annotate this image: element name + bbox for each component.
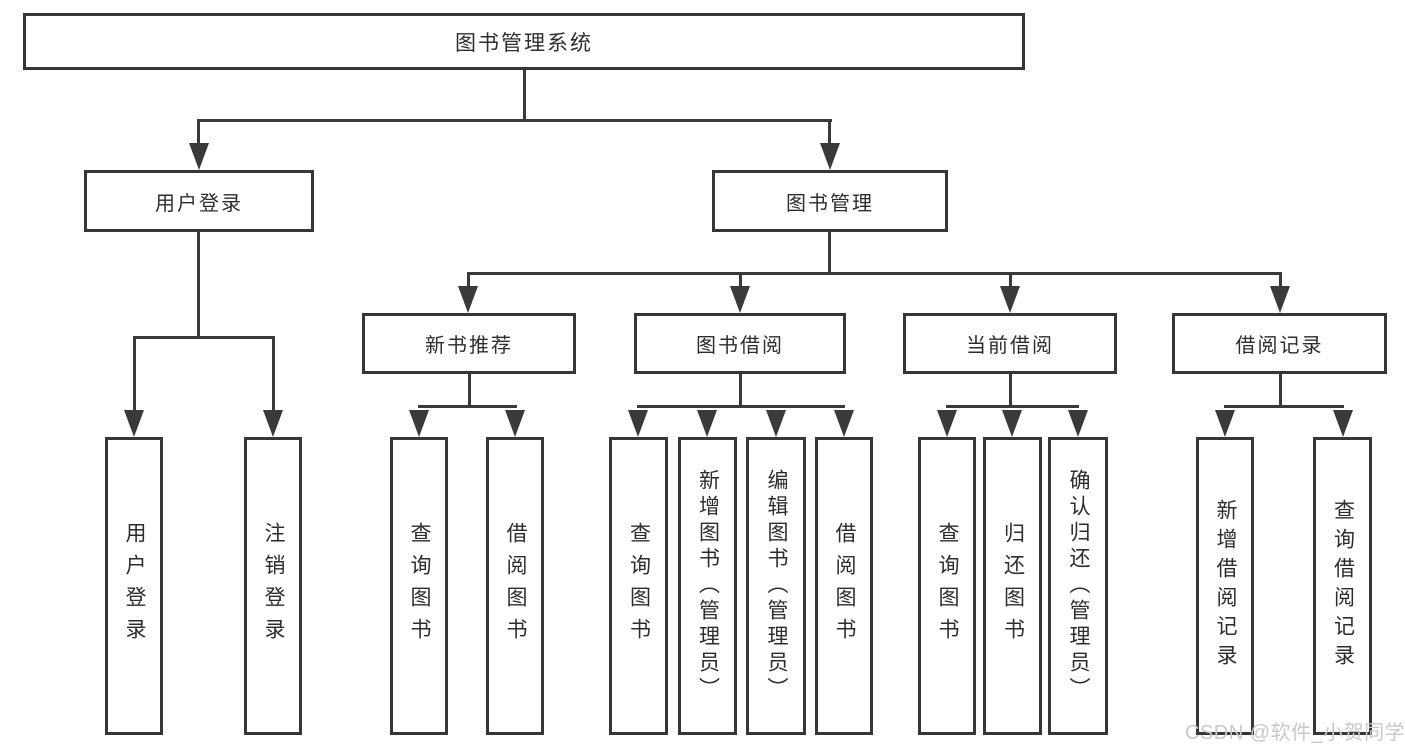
connector-line-h	[418, 405, 517, 408]
node-borrow-records: 借阅记录	[1172, 313, 1387, 374]
node-book-borrow: 图书借阅	[634, 313, 846, 374]
arrowhead-down	[409, 410, 429, 437]
arrowhead-down	[124, 410, 144, 437]
node-records-add-record: 新增借阅记录	[1196, 437, 1254, 735]
arrowhead-down	[1000, 286, 1020, 313]
node-borrow-borrow-book: 借阅图书	[815, 437, 873, 735]
connector-line-v	[739, 374, 742, 407]
node-current-query-book: 查询图书	[918, 437, 976, 735]
connector-line-v	[272, 336, 275, 412]
node-user-login: 用户登录	[84, 170, 314, 232]
node-recommend-query-book: 查询图书	[390, 437, 448, 735]
connector-line-h	[637, 405, 845, 408]
arrowhead-down	[189, 143, 209, 170]
node-logout-leaf: 注销登录	[244, 437, 302, 735]
arrowhead-down	[1215, 410, 1235, 437]
connector-line-v	[197, 232, 200, 336]
connector-line-v	[197, 119, 200, 145]
arrowhead-down	[458, 286, 478, 313]
arrowhead-down	[263, 410, 283, 437]
node-library-management-system: 图书管理系统	[23, 13, 1025, 70]
node-borrow-query-book: 查询图书	[609, 437, 668, 735]
connector-line-v	[1279, 374, 1282, 407]
connector-line-h	[467, 272, 1281, 275]
node-current-confirm-return-admin: 确认归还（管理员）	[1048, 437, 1108, 735]
arrowhead-down	[1002, 410, 1022, 437]
connector-line-h	[198, 119, 832, 122]
connector-line-v	[523, 70, 526, 119]
connector-line-v	[1279, 272, 1282, 288]
node-current-return-book: 归还图书	[983, 437, 1042, 735]
connector-line-h	[1224, 405, 1344, 408]
node-current-borrow: 当前借阅	[903, 313, 1117, 374]
node-borrow-edit-book-admin: 编辑图书（管理员）	[746, 437, 806, 735]
csdn-watermark: CSDN @软件_小贺同学	[1185, 722, 1405, 744]
connector-line-v	[1009, 272, 1012, 288]
node-borrow-add-book-admin: 新增图书（管理员）	[678, 437, 737, 735]
connector-line-v	[739, 272, 742, 288]
connector-line-h	[133, 336, 275, 339]
connector-line-v	[828, 119, 831, 145]
connector-line-v	[468, 374, 471, 407]
arrowhead-down	[628, 410, 648, 437]
connector-line-v	[828, 232, 831, 272]
arrowhead-down	[505, 410, 525, 437]
node-records-query-record: 查询借阅记录	[1313, 437, 1372, 735]
arrowhead-down	[730, 286, 750, 313]
arrowhead-down	[834, 410, 854, 437]
arrowhead-down	[697, 410, 717, 437]
node-user-login-leaf: 用户登录	[105, 437, 163, 735]
node-recommend-borrow-book: 借阅图书	[486, 437, 544, 735]
connector-line-h	[946, 405, 1079, 408]
arrowhead-down	[1270, 286, 1290, 313]
arrowhead-down	[820, 143, 840, 170]
node-book-management: 图书管理	[712, 170, 948, 232]
connector-line-v	[1009, 374, 1012, 407]
arrowhead-down	[1068, 410, 1088, 437]
connector-line-v	[133, 336, 136, 412]
arrowhead-down	[1333, 410, 1353, 437]
arrowhead-down	[937, 410, 957, 437]
arrowhead-down	[766, 410, 786, 437]
connector-line-v	[467, 272, 470, 288]
node-new-book-recommend: 新书推荐	[362, 313, 576, 374]
